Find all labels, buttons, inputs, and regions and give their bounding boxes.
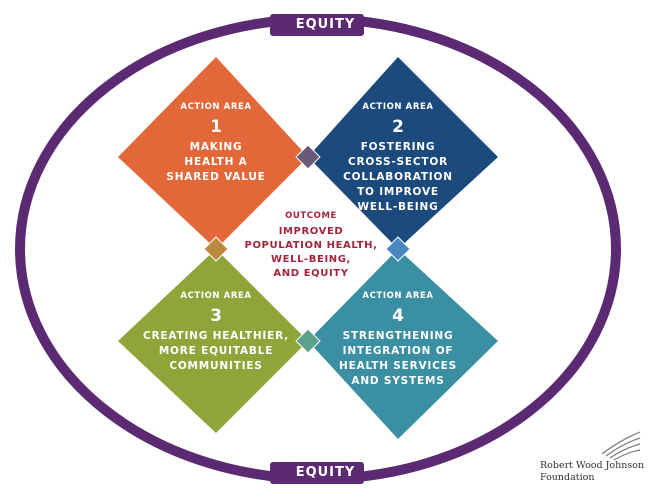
action-area-kicker: ACTION AREA xyxy=(180,291,252,301)
equity-label-bottom: EQUITY xyxy=(295,465,356,480)
action-area-kicker: ACTION AREA xyxy=(362,102,434,112)
connector-bottom xyxy=(295,328,321,354)
action-area-3: ACTION AREA 3 CREATING HEALTHIER, MORE E… xyxy=(131,291,301,374)
equity-label-top: EQUITY xyxy=(295,17,356,32)
action-area-3-diamond xyxy=(118,249,308,433)
outcome: OUTCOME IMPROVED POPULATION HEALTH, WELL… xyxy=(236,211,386,281)
action-area-title: CREATING HEALTHIER, MORE EQUITABLE COMMU… xyxy=(143,330,289,372)
action-area-1: ACTION AREA 1 MAKING HEALTH A SHARED VAL… xyxy=(131,102,301,185)
outcome-text: IMPROVED POPULATION HEALTH, WELL-BEING, … xyxy=(244,226,378,279)
action-area-number: 3 xyxy=(210,306,222,326)
connector-right xyxy=(385,236,411,262)
rwjf-logo: Robert Wood Johnson Foundation xyxy=(540,430,646,486)
action-area-title: MAKING HEALTH A SHARED VALUE xyxy=(166,141,266,183)
action-area-2: ACTION AREA 2 FOSTERING CROSS-SECTOR COL… xyxy=(313,102,483,215)
action-area-2-diamond xyxy=(308,57,498,249)
action-area-number: 4 xyxy=(392,306,404,326)
action-area-title: STRENGTHENING INTEGRATION OF HEALTH SERV… xyxy=(339,330,457,387)
equity-tab-bottom xyxy=(270,462,364,484)
action-area-4-diamond xyxy=(308,249,498,439)
connector-left xyxy=(203,236,229,262)
equity-tab-top xyxy=(270,14,364,36)
action-area-number: 1 xyxy=(210,117,222,137)
action-area-1-diamond xyxy=(118,57,308,249)
action-area-kicker: ACTION AREA xyxy=(180,102,252,112)
action-area-title: FOSTERING CROSS-SECTOR COLLABORATION TO … xyxy=(343,141,453,213)
outcome-kicker: OUTCOME xyxy=(285,211,337,221)
action-area-kicker: ACTION AREA xyxy=(362,291,434,301)
rwjf-logo-name: Robert Wood Johnson Foundation xyxy=(540,460,645,483)
action-area-4: ACTION AREA 4 STRENGTHENING INTEGRATION … xyxy=(313,291,483,389)
rwjf-logo-mark xyxy=(601,431,641,461)
action-area-number: 2 xyxy=(392,117,404,137)
connector-top xyxy=(295,144,321,170)
